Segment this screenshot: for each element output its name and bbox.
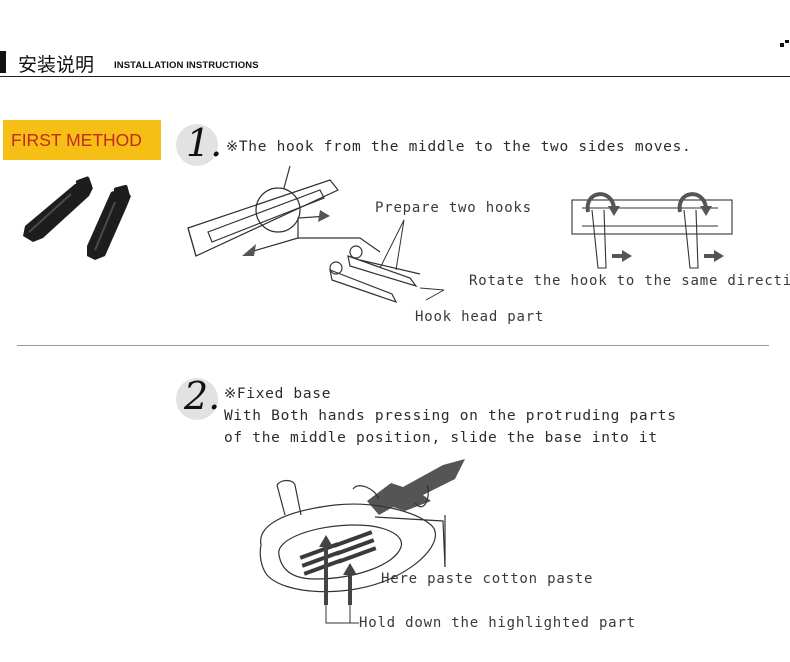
step2-line2: With Both hands pressing on the protrudi… <box>224 408 677 424</box>
step2-label-paste: Here paste cotton paste <box>381 571 593 587</box>
step1-label-prepare: Prepare two hooks <box>375 200 532 216</box>
corner-mark-icon <box>780 40 790 48</box>
header-title-cn: 安装说明 <box>18 50 94 77</box>
step2-number: 2. <box>184 377 220 415</box>
header-accent-bar <box>0 51 6 73</box>
header-title-en: INSTALLATION INSTRUCTIONS <box>114 60 259 71</box>
section-divider <box>17 345 769 346</box>
first-method-badge: FIRST METHOD <box>3 120 161 160</box>
step1-number: 1. <box>186 124 222 162</box>
step1-rail-drawing <box>180 160 450 310</box>
step1-label-rotate: Rotate the hook to the same direction <box>469 273 790 289</box>
hook-piece-right <box>87 184 131 260</box>
step2-label-hold: Hold down the highlighted part <box>359 615 636 631</box>
hook-piece-left <box>23 176 93 242</box>
step1-label-head: Hook head part <box>415 309 544 325</box>
step2-line1: ※Fixed base <box>224 386 331 402</box>
step1-instruction: ※The hook from the middle to the two sid… <box>226 139 691 155</box>
step2-line3: of the middle position, slide the base i… <box>224 430 658 446</box>
hooks-product-photo <box>15 176 155 266</box>
header-underline <box>0 76 790 77</box>
step2-base-drawing <box>255 455 495 635</box>
step1-rotate-drawing <box>568 182 738 272</box>
